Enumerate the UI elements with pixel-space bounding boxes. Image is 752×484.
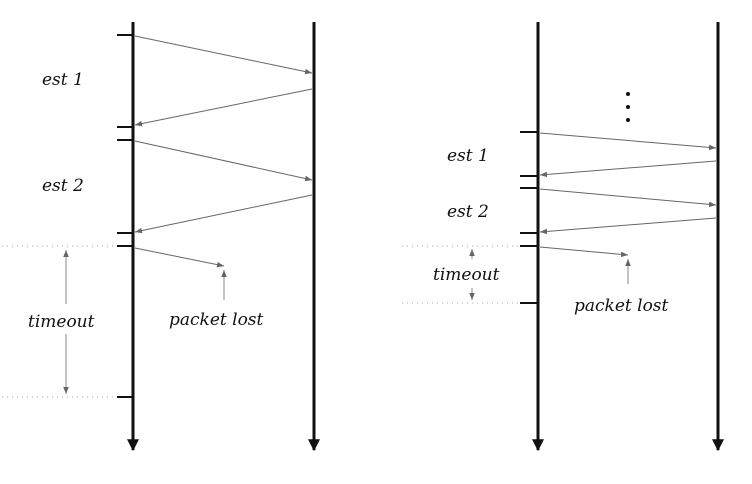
continuation-dot-3 (626, 118, 630, 122)
left-panel: est 1 est 2 timeout packet lost (2, 22, 320, 452)
left-packet-arrow-2 (134, 140, 313, 182)
right-est1-label: est 1 (447, 146, 489, 166)
continuation-dot-2 (626, 105, 630, 109)
left-packet-arrow-1 (134, 35, 313, 75)
left-ack-arrow-2 (134, 194, 313, 234)
left-est2-label: est 2 (42, 176, 84, 196)
right-packet-arrow-1 (539, 132, 717, 151)
right-packet-arrow-2 (539, 188, 717, 208)
left-timeout-label: timeout (28, 312, 95, 332)
left-lost-packet-arrow (134, 247, 225, 268)
right-timeout-label: timeout (433, 265, 500, 285)
right-packet-lost-label: packet lost (574, 296, 669, 316)
right-lost-packet-arrow (539, 246, 629, 258)
right-est2-label: est 2 (447, 202, 489, 222)
right-ack-arrow-2 (539, 217, 717, 235)
right-ack-arrow-1 (539, 160, 717, 178)
left-packet-lost-label: packet lost (169, 310, 264, 330)
continuation-dot-1 (626, 92, 630, 96)
left-ack-arrow-1 (134, 88, 313, 127)
left-est1-label: est 1 (42, 70, 84, 90)
right-panel: est 1 est 2 timeout packet lost (402, 22, 724, 452)
